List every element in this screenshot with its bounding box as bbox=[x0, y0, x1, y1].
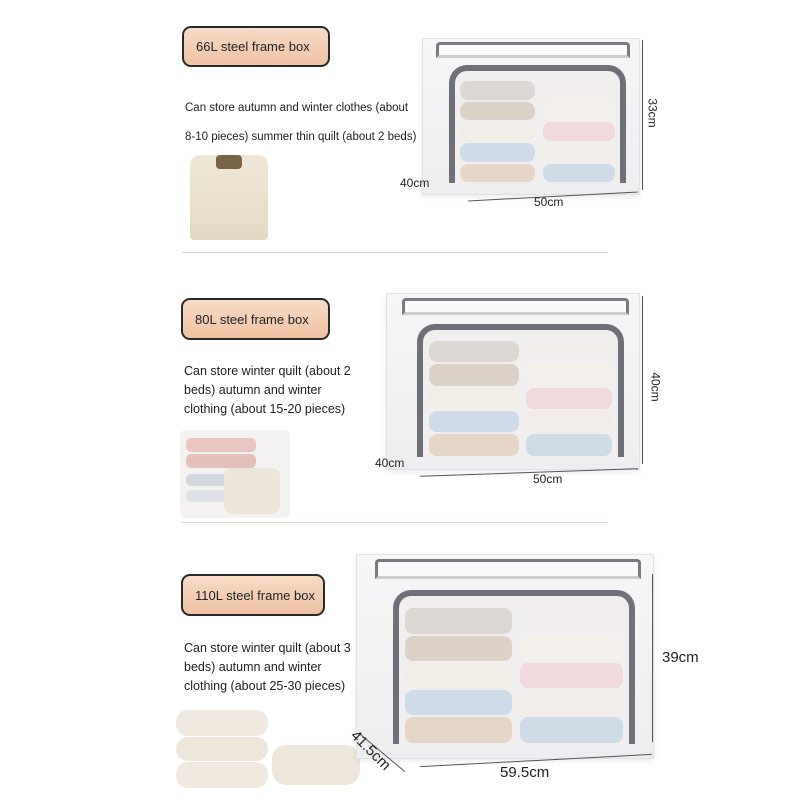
box-110l-title: 110L steel frame box bbox=[181, 574, 325, 616]
depth-label: 40cm bbox=[400, 176, 430, 190]
width-label: 50cm bbox=[533, 472, 563, 486]
quilt-pillow-image bbox=[180, 430, 290, 518]
box-80l-title: 80L steel frame box bbox=[181, 298, 330, 340]
box-80l-description: Can store winter quilt (about 2 beds) au… bbox=[184, 362, 351, 419]
desc-line: beds) autumn and winter bbox=[184, 383, 322, 397]
height-line bbox=[642, 296, 643, 464]
title-text: 110L steel frame box bbox=[195, 587, 315, 603]
desc-line: beds) autumn and winter bbox=[184, 660, 322, 674]
width-label: 59.5cm bbox=[500, 764, 550, 781]
height-label: 33cm bbox=[645, 98, 660, 128]
height-line bbox=[642, 40, 643, 190]
quilt-stack-image bbox=[176, 710, 268, 790]
desc-line: Can store winter quilt (about 2 bbox=[184, 364, 351, 378]
depth-label: 40cm bbox=[375, 456, 405, 470]
desc-line: Can store autumn and winter clothes (abo… bbox=[185, 102, 409, 114]
box-66l-image bbox=[422, 38, 640, 195]
desc-line: Can store winter quilt (about 3 bbox=[184, 641, 351, 655]
title-text: 80L steel frame box bbox=[195, 311, 309, 327]
height-label: 40cm bbox=[648, 372, 663, 402]
box-66l-description: Can store autumn and winter clothes (abo… bbox=[185, 94, 416, 152]
quilt-image bbox=[272, 745, 360, 785]
jacket-image bbox=[190, 155, 268, 240]
divider bbox=[182, 252, 608, 253]
height-line bbox=[652, 574, 653, 742]
box-80l-image bbox=[386, 293, 640, 470]
divider bbox=[182, 522, 608, 523]
height-label: 39cm bbox=[662, 649, 699, 666]
desc-line: clothing (about 25-30 pieces) bbox=[184, 679, 346, 693]
desc-line: clothing (about 15-20 pieces) bbox=[184, 402, 346, 416]
desc-line: 8-10 pieces) summer thin quilt (about 2 … bbox=[185, 131, 417, 143]
box-110l-image bbox=[356, 554, 654, 759]
title-text: 66L steel frame box bbox=[196, 39, 310, 54]
box-66l-title: 66L steel frame box bbox=[182, 26, 330, 67]
box-110l-description: Can store winter quilt (about 3 beds) au… bbox=[184, 639, 351, 696]
width-label: 50cm bbox=[534, 195, 564, 209]
